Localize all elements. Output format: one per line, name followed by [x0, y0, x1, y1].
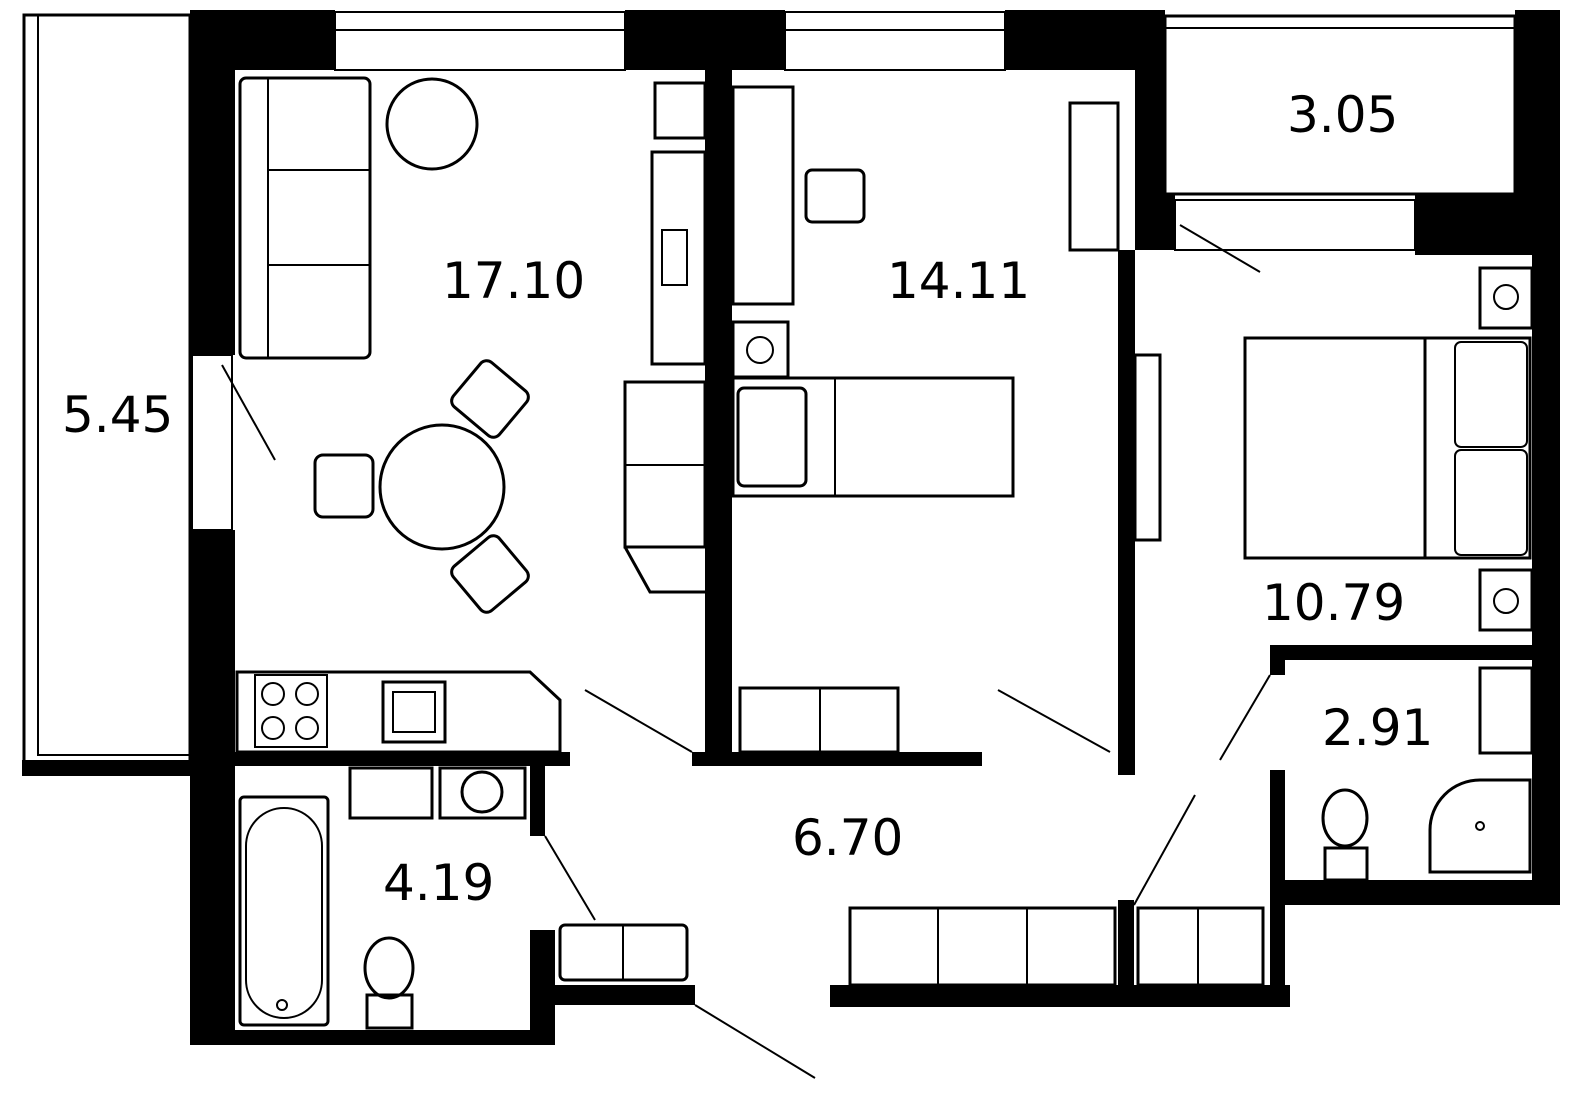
balcony-left — [22, 13, 192, 776]
area-label-balcony-top: 3.05 — [1287, 86, 1398, 144]
area-label-bedroom-1: 14.11 — [887, 252, 1030, 310]
area-label-living: 17.10 — [442, 252, 585, 310]
walls — [190, 10, 1560, 1045]
area-label-bathroom: 4.19 — [383, 854, 494, 912]
furniture — [235, 76, 1534, 1030]
windows — [191, 11, 1416, 531]
area-label-hallway: 6.70 — [792, 809, 903, 867]
area-label-balcony-left: 5.45 — [62, 386, 173, 444]
area-label-bedroom-2: 10.79 — [1262, 574, 1405, 632]
door-swings — [221, 224, 1271, 1079]
area-label-bathroom-small: 2.91 — [1322, 699, 1433, 757]
